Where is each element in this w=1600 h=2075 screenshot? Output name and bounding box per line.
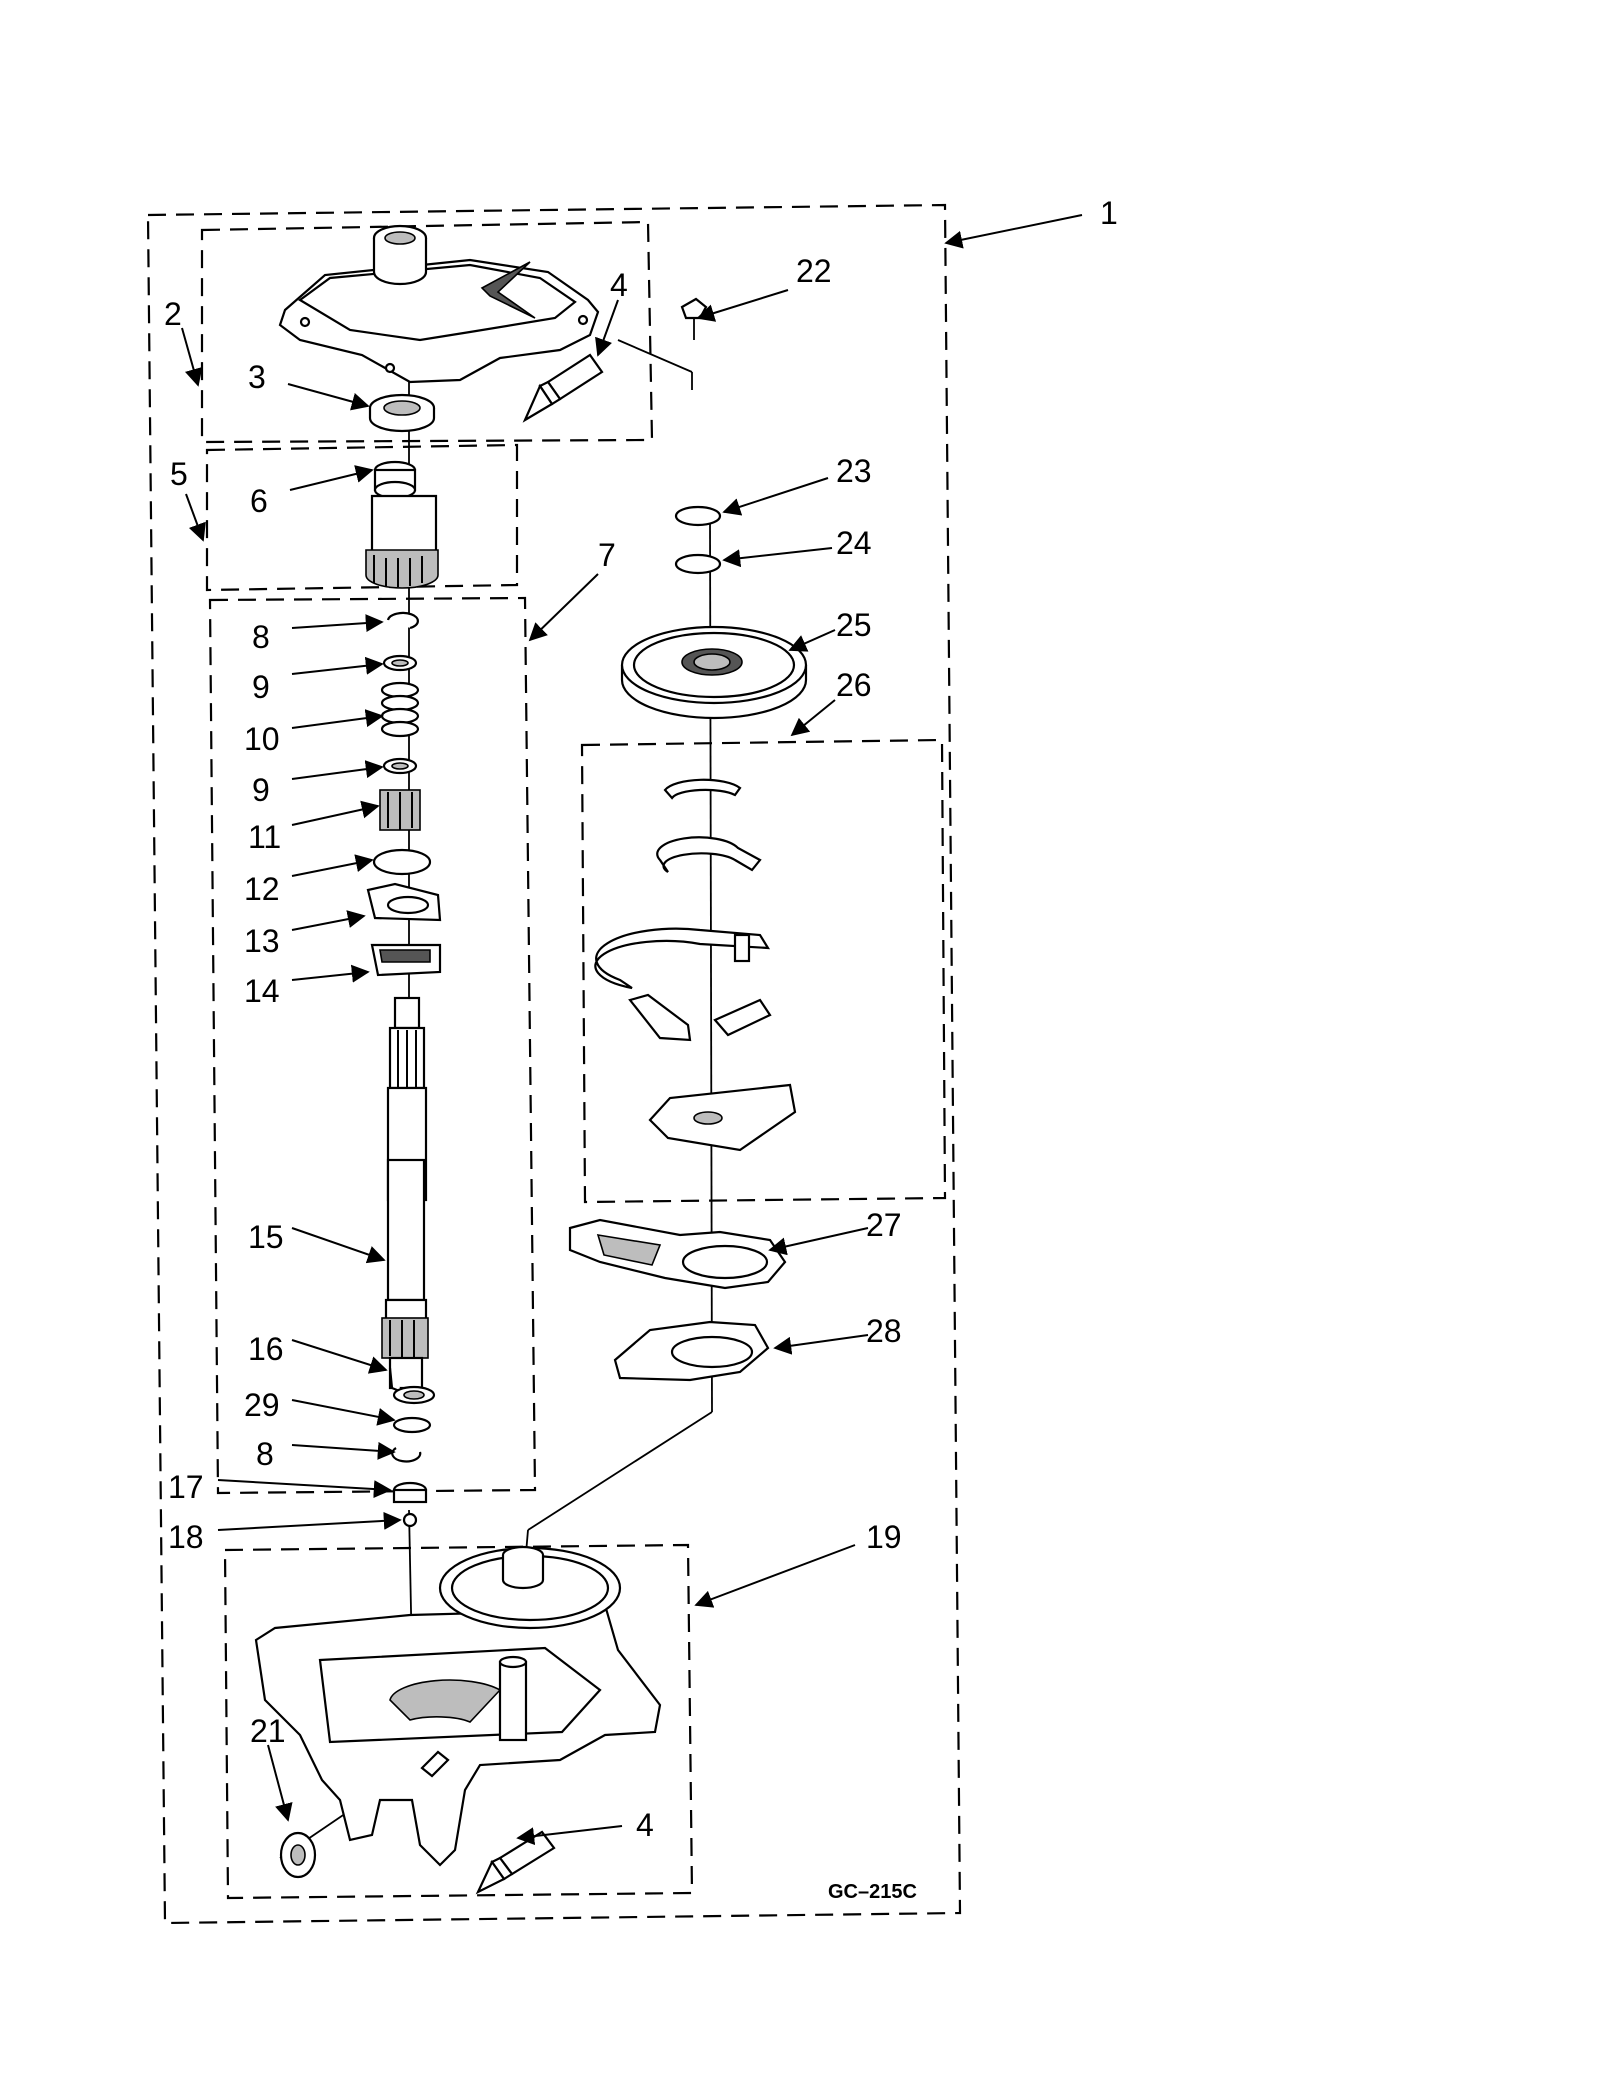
shaft-small-parts bbox=[366, 611, 442, 977]
shift-fork-part bbox=[613, 1320, 770, 1382]
outer-assembly-box bbox=[146, 203, 962, 1925]
shift-lever-part bbox=[568, 1218, 787, 1290]
callout-3: 3 bbox=[248, 359, 266, 395]
callout-8-top: 8 bbox=[252, 619, 270, 655]
callout-18: 18 bbox=[168, 1519, 204, 1555]
callout-4-top: 4 bbox=[610, 267, 628, 303]
grease-tube-bottom-part bbox=[475, 1830, 556, 1895]
callout-9-bottom: 9 bbox=[252, 772, 270, 808]
callout-11: 11 bbox=[248, 819, 281, 855]
right-upper-parts bbox=[620, 505, 808, 720]
diagram-code: GC–215C bbox=[828, 1881, 917, 1903]
callout-2: 2 bbox=[164, 296, 182, 332]
seal-part bbox=[368, 393, 436, 433]
gearcase-kit-box bbox=[223, 1543, 694, 1900]
callout-9-top: 9 bbox=[252, 669, 270, 705]
callout-22: 22 bbox=[796, 253, 832, 289]
callout-5: 5 bbox=[170, 456, 188, 492]
callout-28: 28 bbox=[866, 1313, 902, 1349]
shaft-kit-box bbox=[208, 596, 537, 1495]
callout-17: 17 bbox=[168, 1469, 204, 1505]
callout-4-bottom: 4 bbox=[636, 1807, 654, 1843]
callout-6: 6 bbox=[250, 483, 268, 519]
callout-12: 12 bbox=[244, 871, 280, 907]
callout-16: 16 bbox=[248, 1331, 284, 1367]
gearcase-cover-part bbox=[278, 224, 600, 384]
callout-7: 7 bbox=[598, 537, 616, 573]
washer-part bbox=[279, 1831, 317, 1879]
callout-24: 24 bbox=[836, 525, 872, 561]
grease-tube-top-part bbox=[522, 353, 604, 423]
callout-19: 19 bbox=[866, 1519, 902, 1555]
lower-shaft-parts bbox=[388, 1367, 436, 1528]
callout-25: 25 bbox=[836, 607, 872, 643]
shift-kit-box bbox=[580, 738, 947, 1204]
callout-26: 26 bbox=[836, 667, 872, 703]
callout-13: 13 bbox=[244, 923, 280, 959]
callout-21: 21 bbox=[250, 1713, 286, 1749]
callout-1: 1 bbox=[1100, 195, 1118, 231]
screw-part bbox=[680, 297, 708, 340]
callout-10: 10 bbox=[244, 721, 280, 757]
callout-8-bottom: 8 bbox=[256, 1436, 274, 1472]
pinion-kit-box bbox=[205, 443, 519, 592]
callout-14: 14 bbox=[244, 973, 280, 1009]
callout-27: 27 bbox=[866, 1207, 902, 1243]
callout-29: 29 bbox=[244, 1387, 280, 1423]
shift-assembly-part bbox=[594, 778, 797, 1152]
callout-23: 23 bbox=[836, 453, 872, 489]
pinion-part bbox=[365, 460, 439, 589]
main-shaft-part bbox=[381, 996, 429, 1390]
callout-15: 15 bbox=[248, 1219, 284, 1255]
gearcase-base-part bbox=[254, 1545, 662, 1867]
